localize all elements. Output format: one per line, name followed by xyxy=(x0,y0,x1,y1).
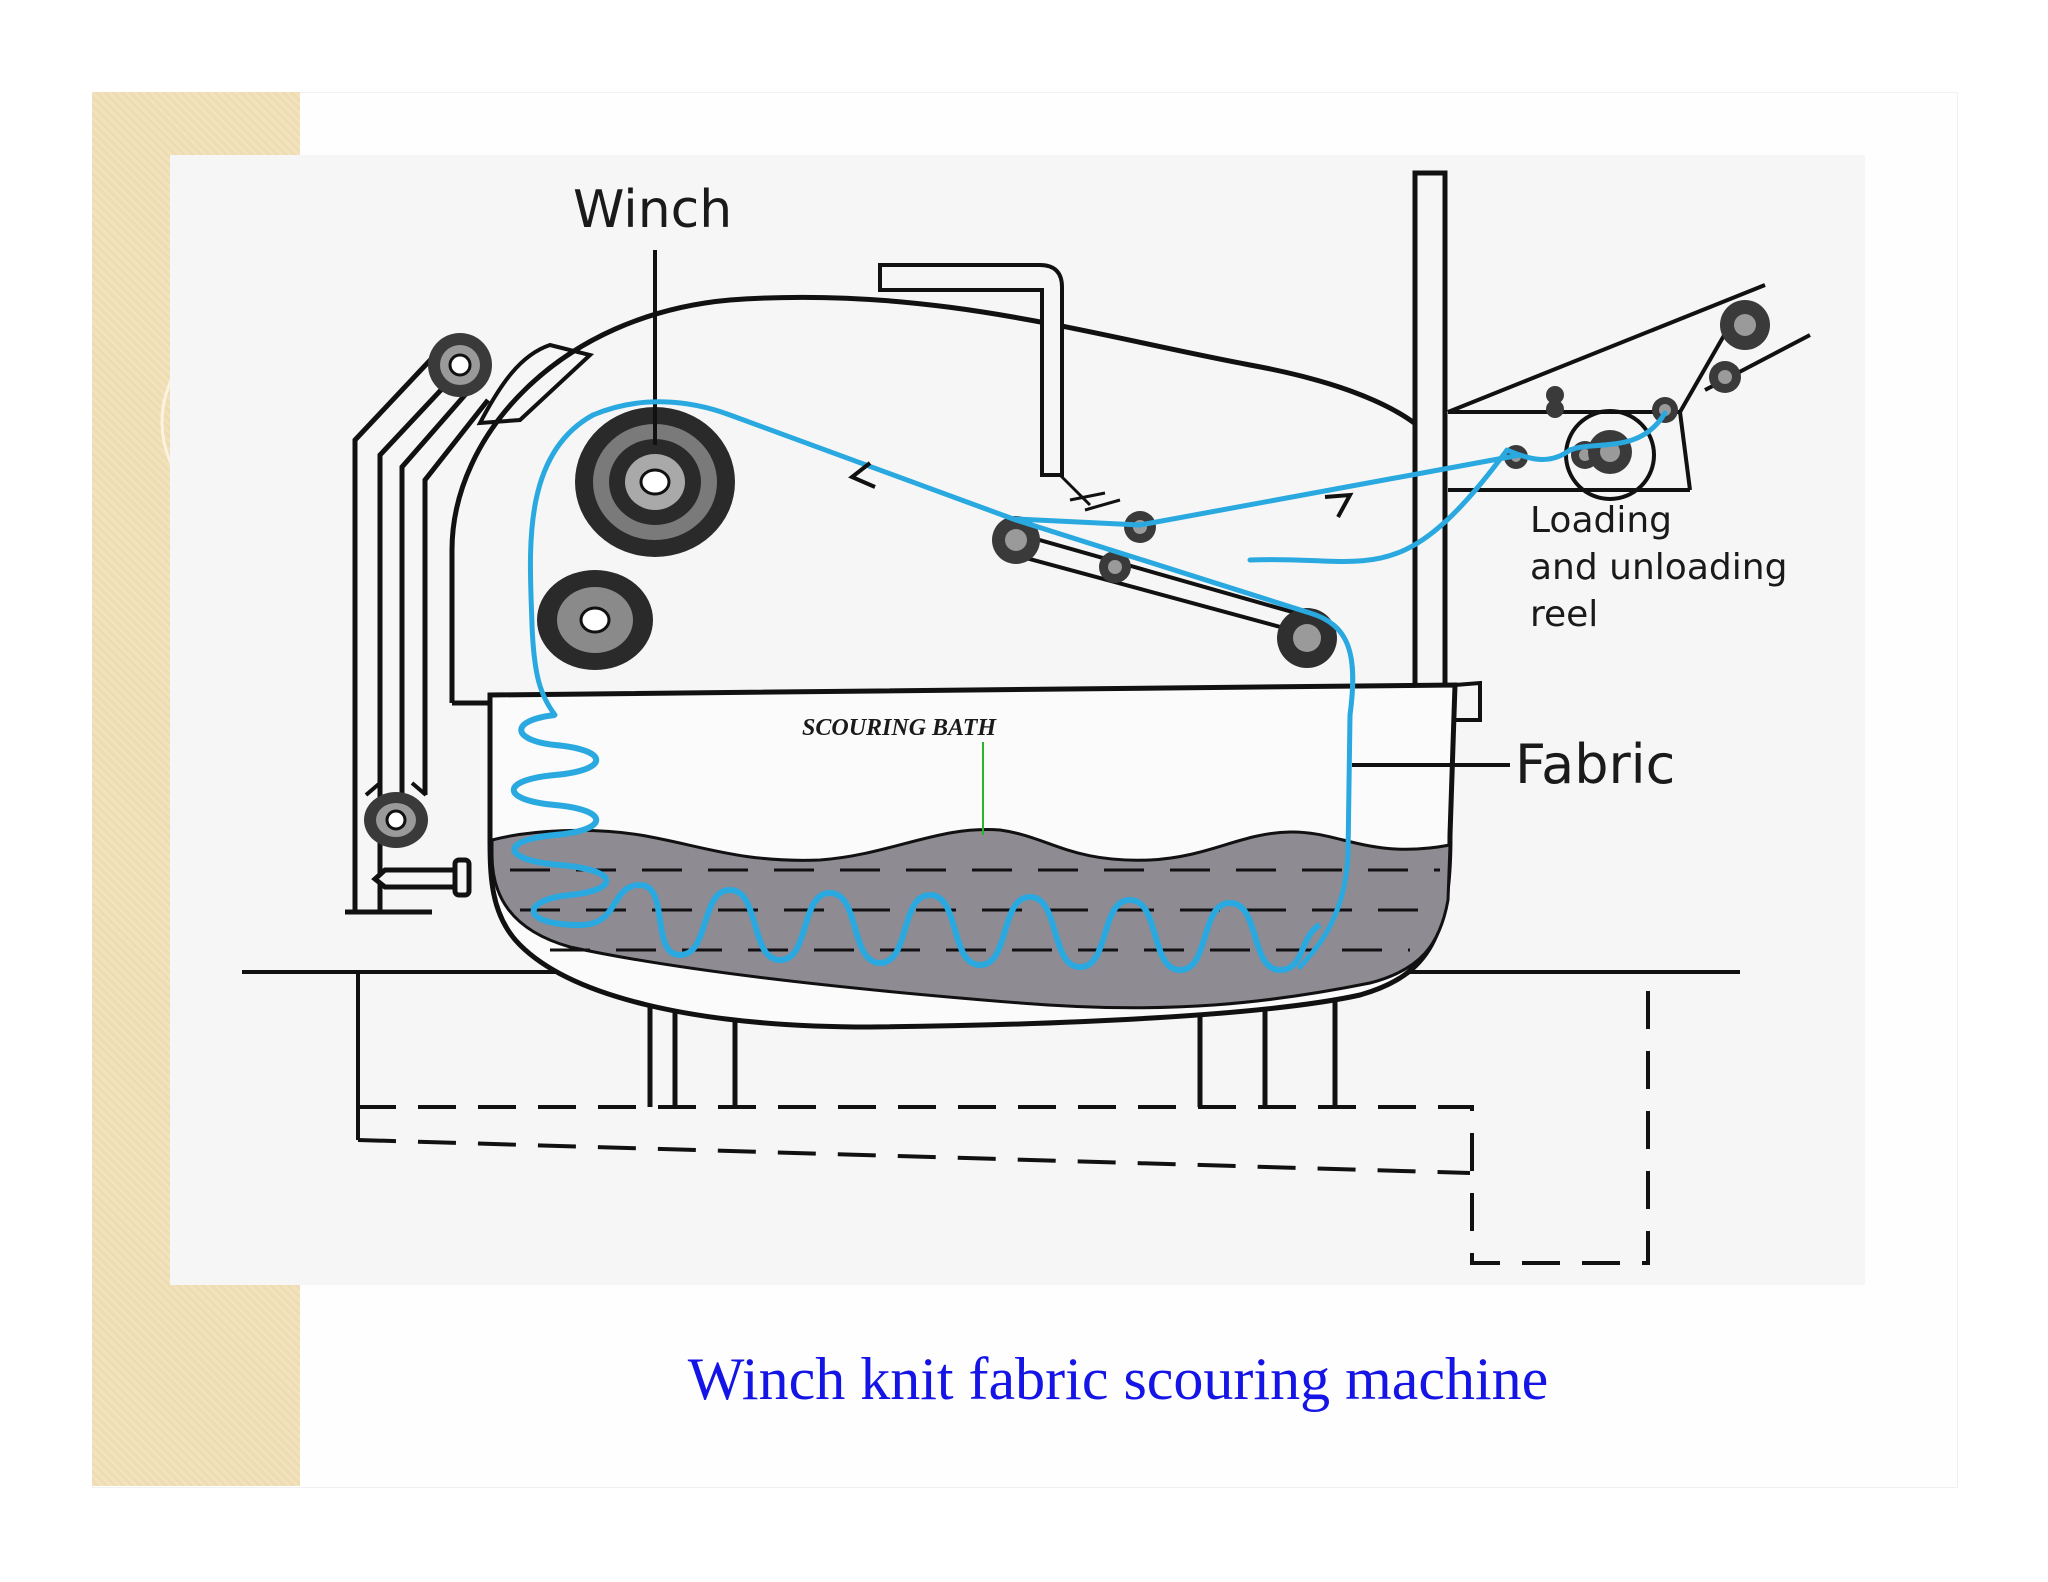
scouring-bath-label: SCOURING BATH xyxy=(802,715,997,741)
left-guide-roller-top xyxy=(428,333,492,397)
inlet-pipe xyxy=(878,263,1064,477)
hood-vent xyxy=(476,342,595,426)
guide-plate xyxy=(1013,530,1312,638)
left-guide-roller-bottom xyxy=(364,781,428,848)
drain-pit-dashed xyxy=(358,973,1650,1265)
loading-reel-label-line1: Loading xyxy=(1530,500,1672,541)
fabric-path xyxy=(527,399,1668,970)
fabric-folds xyxy=(510,712,1322,973)
winch-reel xyxy=(575,407,735,557)
winch-label: Winch xyxy=(573,180,732,240)
loading-reel-rollers xyxy=(1504,300,1770,501)
winch-machine-diagram: Winch SCOURING BATH Loading and unloadin… xyxy=(242,170,1811,1265)
figure-caption: Winch knit fabric scouring machine xyxy=(687,1346,1549,1412)
right-direction-arrow xyxy=(1324,492,1354,518)
left-direction-arrow xyxy=(848,461,876,489)
left-guide-frame xyxy=(345,353,490,915)
loading-reel-label-line2: and unloading xyxy=(1530,547,1787,588)
right-frame-post xyxy=(1412,170,1448,703)
machine-hood xyxy=(449,294,1432,703)
loading-reel-label-line3: reel xyxy=(1530,594,1598,635)
nip-roller xyxy=(537,570,653,670)
drain-line-dashed xyxy=(357,1138,1471,1175)
fabric-label: Fabric xyxy=(1515,733,1675,796)
diagram-panel: Winch SCOURING BATH Loading and unloadin… xyxy=(170,155,1865,1285)
guide-rollers xyxy=(992,511,1337,668)
